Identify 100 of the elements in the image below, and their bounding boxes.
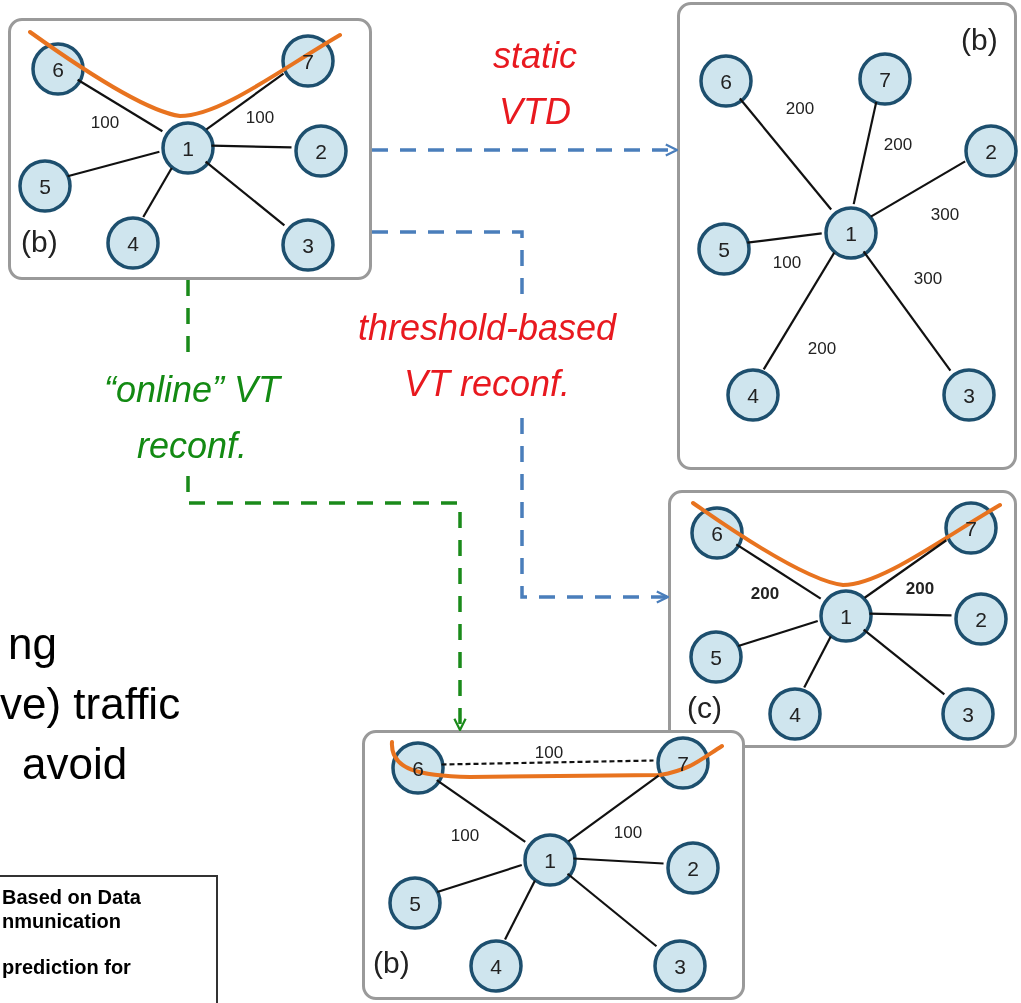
node-number: 2: [314, 140, 328, 162]
graph-node-circle: [858, 52, 912, 106]
graph-node-circle: [653, 939, 707, 993]
node-number: 4: [788, 703, 802, 725]
node-number: 1: [839, 605, 853, 627]
edge-label: 200: [750, 584, 780, 602]
graph-panel: [677, 2, 1017, 470]
graph-node-circle: [954, 592, 1008, 646]
node-number: 3: [301, 234, 315, 256]
graph-edge: [573, 857, 664, 865]
slide-text: ng: [8, 620, 57, 669]
graph-edge: [852, 101, 878, 205]
graph-node-circle: [944, 501, 998, 555]
graph-node-circle: [656, 736, 710, 790]
node-number: 2: [974, 608, 988, 630]
node-number: 4: [489, 955, 503, 977]
panel-label: (c): [687, 691, 722, 724]
graph-node-circle: [699, 54, 753, 108]
graph-edge: [67, 150, 160, 178]
panel-label: (b): [961, 23, 998, 56]
panel-label: (b): [21, 225, 58, 258]
graph-edge: [142, 167, 173, 218]
node-number: 4: [126, 232, 140, 254]
graph-edge: [864, 539, 947, 599]
graph-node-circle: [31, 42, 85, 96]
node-number: 3: [962, 384, 976, 406]
panel-label: (b): [373, 946, 410, 979]
node-number: 5: [408, 892, 422, 914]
node-number: 2: [984, 140, 998, 162]
node-number: 5: [717, 238, 731, 260]
graph-edge: [747, 232, 822, 244]
graph-node-circle: [941, 687, 995, 741]
graph-edge: [735, 543, 822, 600]
graph-node-circle: [768, 687, 822, 741]
edge-label: 100: [772, 253, 802, 271]
graph-node-circle: [388, 876, 442, 930]
graph-node-circle: [281, 34, 335, 88]
node-number: 1: [543, 849, 557, 871]
graph-edge: [869, 612, 952, 617]
dashed-edge: [441, 759, 654, 766]
graph-node-circle: [523, 833, 577, 887]
graph-node-circle: [18, 159, 72, 213]
edge-label: 100: [90, 113, 120, 131]
graph-edge: [862, 250, 952, 372]
graph-edge: [739, 97, 832, 211]
graph-edge: [204, 160, 286, 227]
graph-node-circle: [819, 589, 873, 643]
graph-node-circle: [824, 206, 878, 260]
graph-node-circle: [106, 216, 160, 270]
graph-node-circle: [690, 506, 744, 560]
node-number: 6: [719, 70, 733, 92]
graph-panel: [8, 18, 372, 280]
graph-node-circle: [469, 939, 523, 993]
graph-edge: [803, 636, 832, 688]
edge-label: 200: [807, 339, 837, 357]
node-number: 3: [961, 703, 975, 725]
edge-label: 200: [785, 99, 815, 117]
note-box: [0, 875, 218, 1003]
graph-edge: [436, 779, 526, 843]
graph-node-circle: [294, 124, 348, 178]
edge-label: 200: [905, 579, 935, 597]
node-number: 7: [878, 68, 892, 90]
edge-label: 200: [883, 135, 913, 153]
node-number: 5: [709, 646, 723, 668]
graph-node-circle: [281, 218, 335, 272]
graph-panel: [362, 730, 745, 1000]
node-number: 7: [301, 50, 315, 72]
dashed-arrow: [372, 143, 679, 157]
node-number: 6: [51, 58, 65, 80]
node-number: 6: [710, 522, 724, 544]
graph-edge: [77, 78, 163, 133]
graph-node-circle: [964, 124, 1018, 178]
graph-edge: [737, 619, 819, 648]
edge-label: 100: [245, 108, 275, 126]
graph-node-circle: [942, 368, 996, 422]
node-number: 4: [746, 384, 760, 406]
graph-node-circle: [161, 121, 215, 175]
graph-edge: [211, 144, 292, 149]
edge-label: 300: [913, 269, 943, 287]
node-number: 1: [844, 222, 858, 244]
edge-label: 100: [450, 826, 480, 844]
note-text: prediction for: [2, 955, 132, 979]
graph-panel: [668, 490, 1017, 748]
graph-edge: [567, 774, 660, 843]
node-number: 5: [38, 175, 52, 197]
graph-edge: [566, 872, 658, 948]
graph-node-circle: [391, 741, 445, 795]
note-text: Based on Data nmunication: [2, 885, 142, 933]
graph-node-circle: [666, 841, 720, 895]
node-number: 1: [181, 137, 195, 159]
graph-node-circle: [689, 630, 743, 684]
edge-label: 100: [613, 823, 643, 841]
node-number: 2: [686, 857, 700, 879]
graph-edge: [870, 160, 966, 218]
graph-edge: [205, 72, 285, 131]
graph-edge: [436, 864, 523, 893]
graph-node-circle: [726, 368, 780, 422]
graph-edge: [504, 880, 536, 940]
edge-label: 100: [534, 743, 564, 761]
graph-node-circle: [697, 222, 751, 276]
